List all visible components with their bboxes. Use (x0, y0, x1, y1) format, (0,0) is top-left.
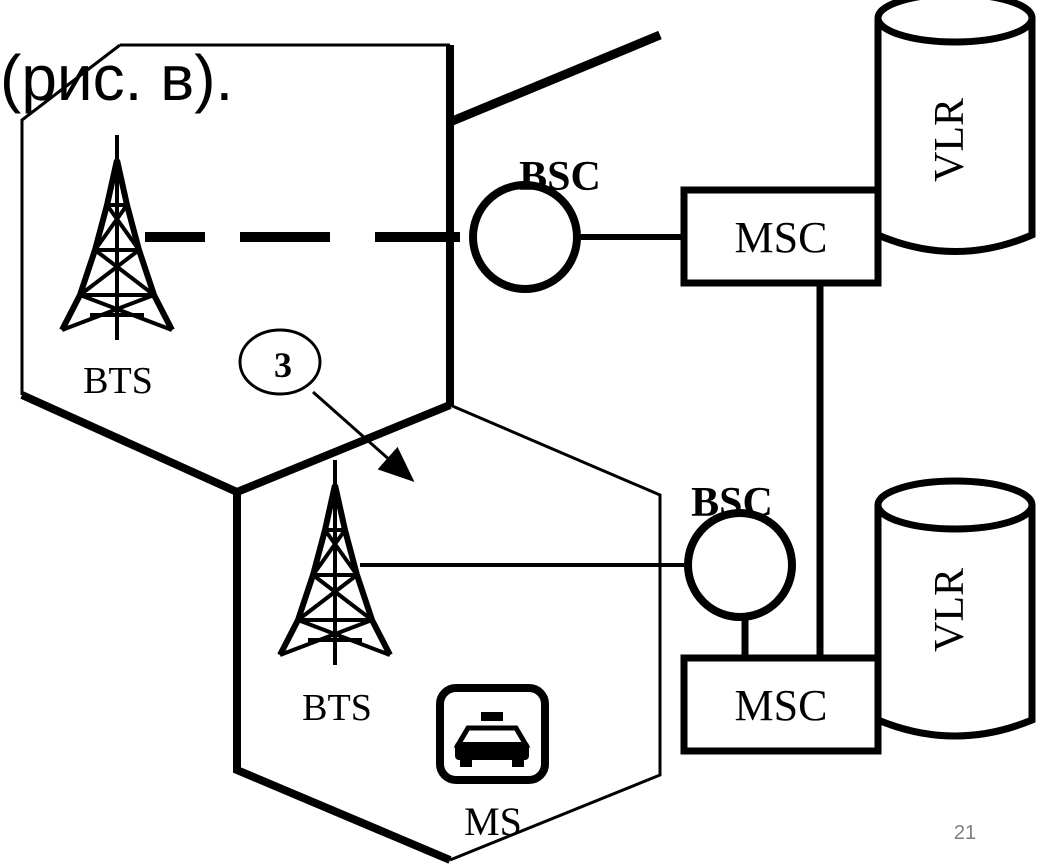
ms-label: MS (464, 799, 522, 844)
bts-top-label: BTS (83, 360, 153, 402)
bsc-top-label: BSC (519, 154, 601, 200)
vlr-top-label: VLR (927, 98, 973, 182)
msc-bottom-box (680, 654, 882, 755)
cell-bottom (233, 401, 662, 864)
cell-top (20, 30, 662, 496)
bts-top-tower-icon (59, 135, 175, 340)
vlr-top-cylinder: VLR (874, 0, 1036, 255)
bsc-top-node (469, 181, 581, 293)
bsc-bottom-label: BSC (691, 480, 773, 526)
caption-text: (рис. в). (0, 42, 233, 114)
step-marker-label: 3 (274, 345, 292, 385)
vlr-bottom-label: VLR (927, 568, 973, 652)
page-number: 21 (953, 822, 977, 844)
msc-top-label: MSC (735, 213, 828, 262)
bts-bottom-tower-icon (277, 460, 393, 665)
bts-bottom-label: BTS (302, 687, 372, 729)
vlr-bottom-cylinder: VLR (874, 477, 1036, 740)
handover-arrow (312, 390, 415, 482)
bsc-bottom-node (684, 509, 796, 621)
ms-car-icon (436, 684, 549, 784)
msc-bottom-label: MSC (735, 681, 828, 730)
step-marker (238, 328, 322, 396)
